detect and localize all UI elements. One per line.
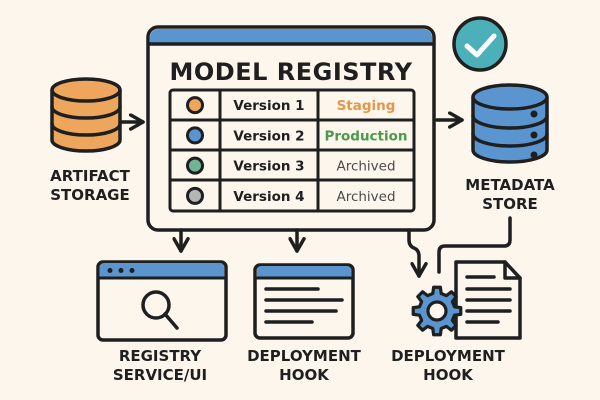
registry-service-node[interactable]: REGISTRY SERVICE/UI	[96, 260, 228, 384]
checkmark-badge	[452, 16, 508, 72]
status-label: Staging	[337, 98, 396, 114]
database-icon	[50, 77, 122, 153]
document-icon	[454, 260, 522, 340]
deployment-hook-node-1[interactable]: DEPLOYMENT HOOK	[247, 263, 362, 384]
status-dot	[186, 186, 204, 205]
deployment-hook-1-label-line1: DEPLOYMENT	[247, 347, 362, 365]
search-icon	[141, 290, 179, 330]
status-dot	[186, 96, 204, 115]
status-label: Archived	[336, 189, 395, 205]
version-label: Version 3	[233, 159, 304, 175]
registry-service-label-line2: SERVICE/UI	[113, 366, 207, 384]
deployment-hook-2-label-line1: DEPLOYMENT	[391, 347, 506, 365]
status-label: Production	[324, 128, 407, 144]
status-dot	[186, 156, 204, 175]
version-label: Version 4	[233, 189, 304, 205]
artifact-storage-node[interactable]: ARTIFACT STORAGE	[50, 77, 131, 204]
artifact-storage-label-line1: ARTIFACT	[50, 167, 130, 185]
version-label: Version 2	[233, 128, 304, 144]
metadata-store-label-line2: STORE	[482, 195, 538, 213]
browser-search-icon	[96, 260, 228, 342]
document-window-icon	[253, 263, 355, 340]
deployment-hook-2-label-line2: HOOK	[423, 366, 474, 384]
checkmark-icon	[464, 33, 497, 58]
gear-icon	[411, 285, 463, 337]
artifact-storage-label-line2: STORAGE	[50, 186, 130, 204]
registry-title: MODEL REGISTRY	[170, 58, 413, 86]
version-row[interactable]: Version 1 Staging	[186, 96, 396, 115]
status-label: Archived	[336, 159, 395, 175]
version-row[interactable]: Version 2 Production	[186, 126, 408, 145]
registry-service-label-line1: REGISTRY	[119, 347, 202, 365]
metadata-store-node[interactable]: METADATA STORE	[465, 83, 555, 213]
version-row[interactable]: Version 3 Archived	[186, 156, 396, 175]
database-icon	[471, 83, 549, 164]
deployment-hook-1-label-line2: HOOK	[279, 366, 330, 384]
arrow-registry-to-hook2	[407, 228, 428, 278]
version-label: Version 1	[233, 98, 304, 114]
deployment-hook-node-2[interactable]: DEPLOYMENT HOOK	[391, 260, 522, 384]
connector-metadata-to-hook2	[437, 216, 512, 274]
version-row[interactable]: Version 4 Archived	[186, 186, 396, 205]
metadata-store-label-line1: METADATA	[465, 176, 555, 194]
status-dot	[186, 126, 204, 145]
